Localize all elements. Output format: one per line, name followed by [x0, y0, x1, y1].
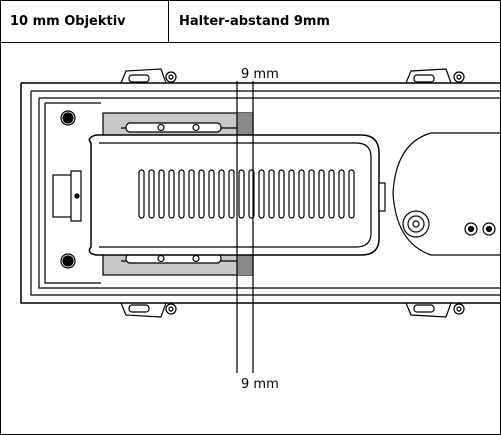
right-mount-plate [392, 132, 500, 256]
screw-bottom-left [62, 255, 74, 267]
bottom-mount-tab [120, 302, 167, 318]
screw-top-left [62, 112, 74, 124]
top-mount-tab [120, 68, 167, 84]
camera-mount-diagram: 9 mm 9 mm [20, 67, 500, 392]
housing-outline [20, 82, 500, 304]
top-dimension-label: 9 mm [241, 67, 279, 82]
table-header-row: 10 mm Objektiv Halter-abstand 9mm [1, 1, 500, 43]
holder-distance-cell: Halter-abstand 9mm [179, 14, 330, 29]
lens-cell: 10 mm Objektiv [1, 1, 169, 42]
vent-slots [138, 169, 355, 219]
bottom-dimension-label: 9 mm [241, 377, 279, 392]
mount-knob [402, 210, 430, 238]
bottom-mount-tab-right [405, 302, 452, 318]
top-mount-tab-right [405, 68, 452, 84]
